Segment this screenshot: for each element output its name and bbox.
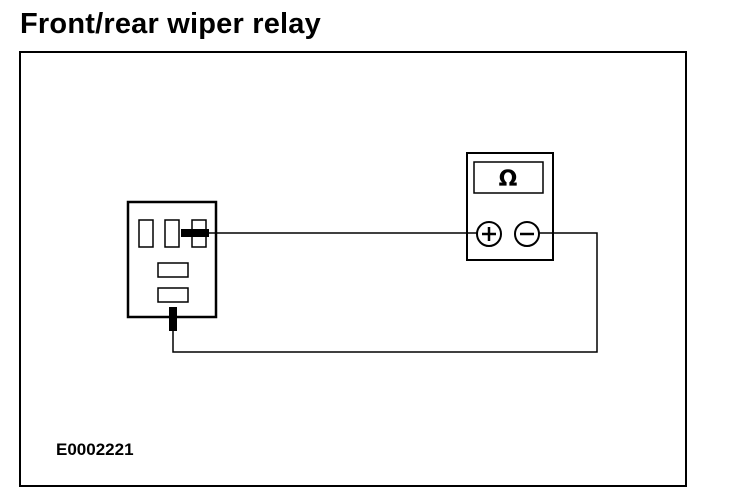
multimeter: Ω <box>466 152 554 261</box>
negative-test-lead <box>172 232 598 353</box>
relay-pin-1 <box>138 219 154 248</box>
figure-reference-code: E0002221 <box>56 440 134 459</box>
relay-pin-2 <box>164 219 180 248</box>
relay-pin-5 <box>157 287 189 303</box>
figure-title: Front/rear wiper relay <box>20 8 321 40</box>
negative-probe-tip <box>169 307 177 331</box>
relay <box>126 200 218 319</box>
diagram-frame <box>19 51 687 487</box>
multimeter-display <box>473 161 544 194</box>
positive-probe-tip <box>181 229 209 237</box>
relay-pin-4 <box>157 262 189 278</box>
ohm-symbol: Ω <box>499 167 518 192</box>
